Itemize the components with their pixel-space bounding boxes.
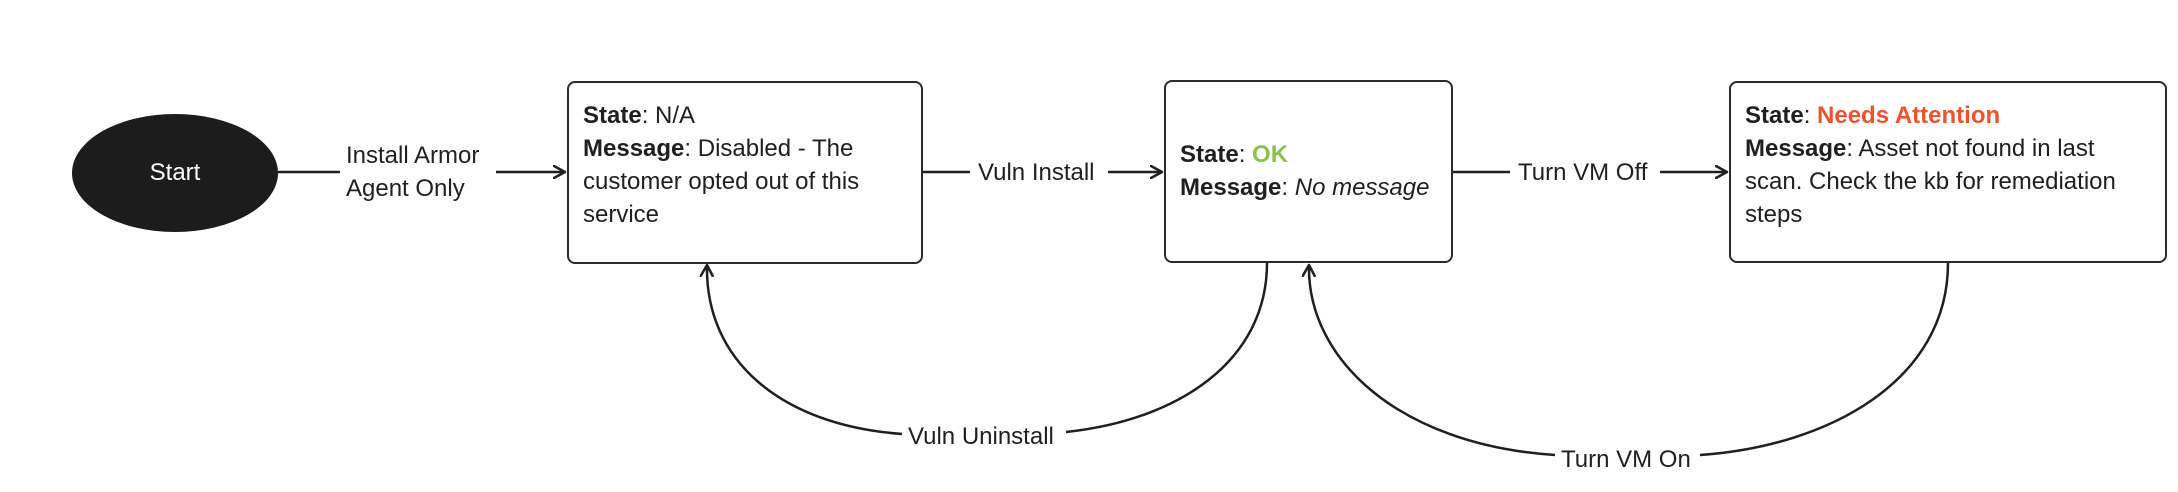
- start-node: Start: [72, 114, 278, 232]
- edge-label-turn-vm-on: Turn VM On: [1557, 443, 1695, 476]
- message-line: Message: No message: [1180, 173, 1430, 201]
- state-line: State: Needs Attention: [1745, 102, 2001, 129]
- edge-label-install-armor: Install Armor Agent Only: [346, 142, 480, 202]
- message-value: No message: [1294, 173, 1430, 201]
- state-value: Needs Attention: [1817, 102, 2001, 129]
- state-value: OK: [1252, 140, 1289, 168]
- message-key: Message: [1745, 135, 1847, 162]
- edge-label-vuln-uninstall: Vuln Uninstall: [904, 420, 1058, 453]
- edge-ok-to-disabled: [707, 263, 1269, 436]
- state-box-disabled: State: N/A Message: Disabled - The custo…: [567, 81, 923, 264]
- state-value: N/A: [655, 102, 696, 129]
- state-line: State: OK: [1180, 140, 1289, 168]
- message-key: Message: [583, 135, 685, 162]
- state-key: State: [1745, 102, 1804, 129]
- state-box-needs-attention: State: Needs Attention Message: Asset no…: [1729, 81, 2167, 263]
- state-box-ok: State: OK Message: No message: [1164, 80, 1453, 263]
- edge-attention-to-ok: [1309, 263, 1950, 457]
- start-label: Start: [149, 159, 201, 186]
- state-key: State: [583, 102, 642, 129]
- message-key: Message: [1180, 173, 1282, 201]
- message-value: Disabled - The customer opted out of thi…: [583, 135, 860, 228]
- state-key: State: [1180, 140, 1239, 168]
- message-line: Message: Disabled - The customer opted o…: [583, 135, 860, 228]
- edge-label-vuln-install: Vuln Install: [974, 156, 1099, 189]
- state-line: State: N/A: [583, 102, 696, 129]
- message-value: Asset not found in last scan. Check the …: [1745, 135, 2116, 228]
- message-line: Message: Asset not found in last scan. C…: [1745, 135, 2116, 228]
- edge-label-turn-vm-off: Turn VM Off: [1514, 156, 1652, 189]
